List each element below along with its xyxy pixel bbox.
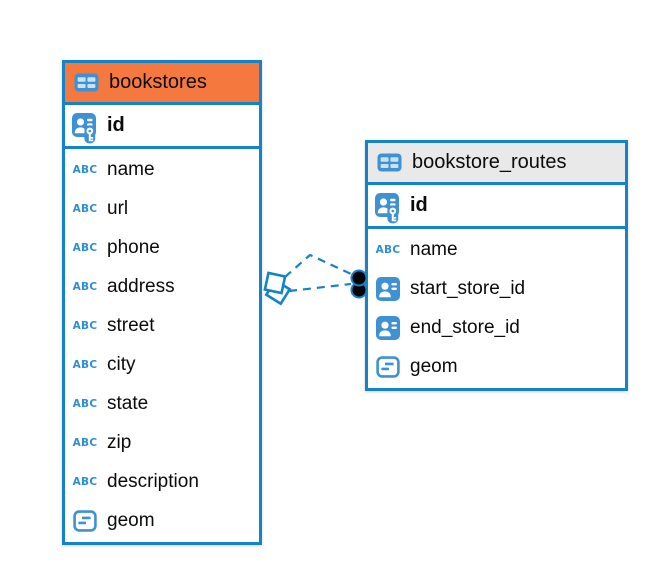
column-name: name — [410, 238, 458, 260]
foreign-key-reference-icon — [374, 276, 402, 301]
column-row[interactable]: geom — [65, 501, 259, 540]
abc-text-type-icon: ABC — [72, 397, 98, 410]
column-row[interactable]: ABC address — [65, 267, 259, 306]
column-name: geom — [107, 509, 155, 531]
column-row[interactable]: ABC street — [65, 306, 259, 345]
table-icon — [72, 73, 100, 92]
primary-key-icon — [71, 107, 99, 144]
abc-text-type-icon: ABC — [72, 436, 98, 449]
pk-row-bookstores-id[interactable]: id — [65, 105, 259, 149]
pk-column-name: id — [410, 194, 428, 216]
column-name: description — [107, 470, 199, 492]
table-bookstores[interactable]: bookstores id — [62, 60, 262, 545]
abc-text-type-icon: ABC — [72, 202, 98, 215]
abc-text-type-icon: ABC — [72, 475, 98, 488]
column-row[interactable]: ABC state — [65, 384, 259, 423]
column-name: state — [107, 392, 149, 414]
table-name: bookstore_routes — [412, 151, 567, 173]
column-name: start_store_id — [410, 277, 526, 299]
abc-text-type-icon: ABC — [72, 358, 98, 371]
pk-row-routes-id[interactable]: id — [368, 185, 625, 229]
object-type-icon — [71, 509, 99, 533]
relationship-diamond-endpoint[interactable] — [263, 271, 287, 295]
column-name: end_store_id — [410, 316, 520, 338]
relationship-line[interactable] — [284, 253, 352, 278]
table-header-bookstore-routes[interactable]: bookstore_routes — [368, 143, 625, 185]
column-name: url — [107, 197, 129, 219]
column-name: zip — [107, 431, 132, 453]
column-row[interactable]: start_store_id — [368, 269, 625, 308]
column-row[interactable]: ABC phone — [65, 228, 259, 267]
column-name: city — [107, 353, 136, 375]
table-icon — [375, 153, 403, 172]
pk-column-name: id — [107, 114, 125, 136]
abc-text-type-icon: ABC — [72, 280, 98, 293]
abc-text-type-icon: ABC — [72, 163, 98, 176]
table-name: bookstores — [109, 71, 207, 93]
column-row[interactable]: ABC city — [65, 345, 259, 384]
column-row[interactable]: ABC url — [65, 189, 259, 228]
relationship-diamond-endpoint[interactable] — [264, 278, 292, 306]
foreign-key-reference-icon — [374, 315, 402, 340]
primary-key-icon — [374, 187, 402, 224]
column-row[interactable]: geom — [368, 347, 625, 386]
column-row[interactable]: ABC name — [368, 230, 625, 269]
column-name: address — [107, 275, 175, 297]
column-name: geom — [410, 355, 458, 377]
column-row[interactable]: ABC name — [65, 150, 259, 189]
table-header-bookstores[interactable]: bookstores — [65, 63, 259, 105]
abc-text-type-icon: ABC — [375, 243, 401, 256]
relationship-line[interactable] — [288, 282, 352, 293]
table-bookstore-routes[interactable]: bookstore_routes id — [365, 140, 628, 391]
column-name: street — [107, 314, 155, 336]
column-list: ABC name ABC url ABC phone ABC address A… — [65, 149, 259, 542]
column-row[interactable]: ABC description — [65, 462, 259, 501]
column-list: ABC name start_store_id — [368, 229, 625, 388]
object-type-icon — [374, 355, 402, 379]
column-row[interactable]: end_store_id — [368, 308, 625, 347]
column-name: phone — [107, 236, 160, 258]
column-name: name — [107, 158, 155, 180]
column-row[interactable]: ABC zip — [65, 423, 259, 462]
abc-text-type-icon: ABC — [72, 319, 98, 332]
abc-text-type-icon: ABC — [72, 241, 98, 254]
